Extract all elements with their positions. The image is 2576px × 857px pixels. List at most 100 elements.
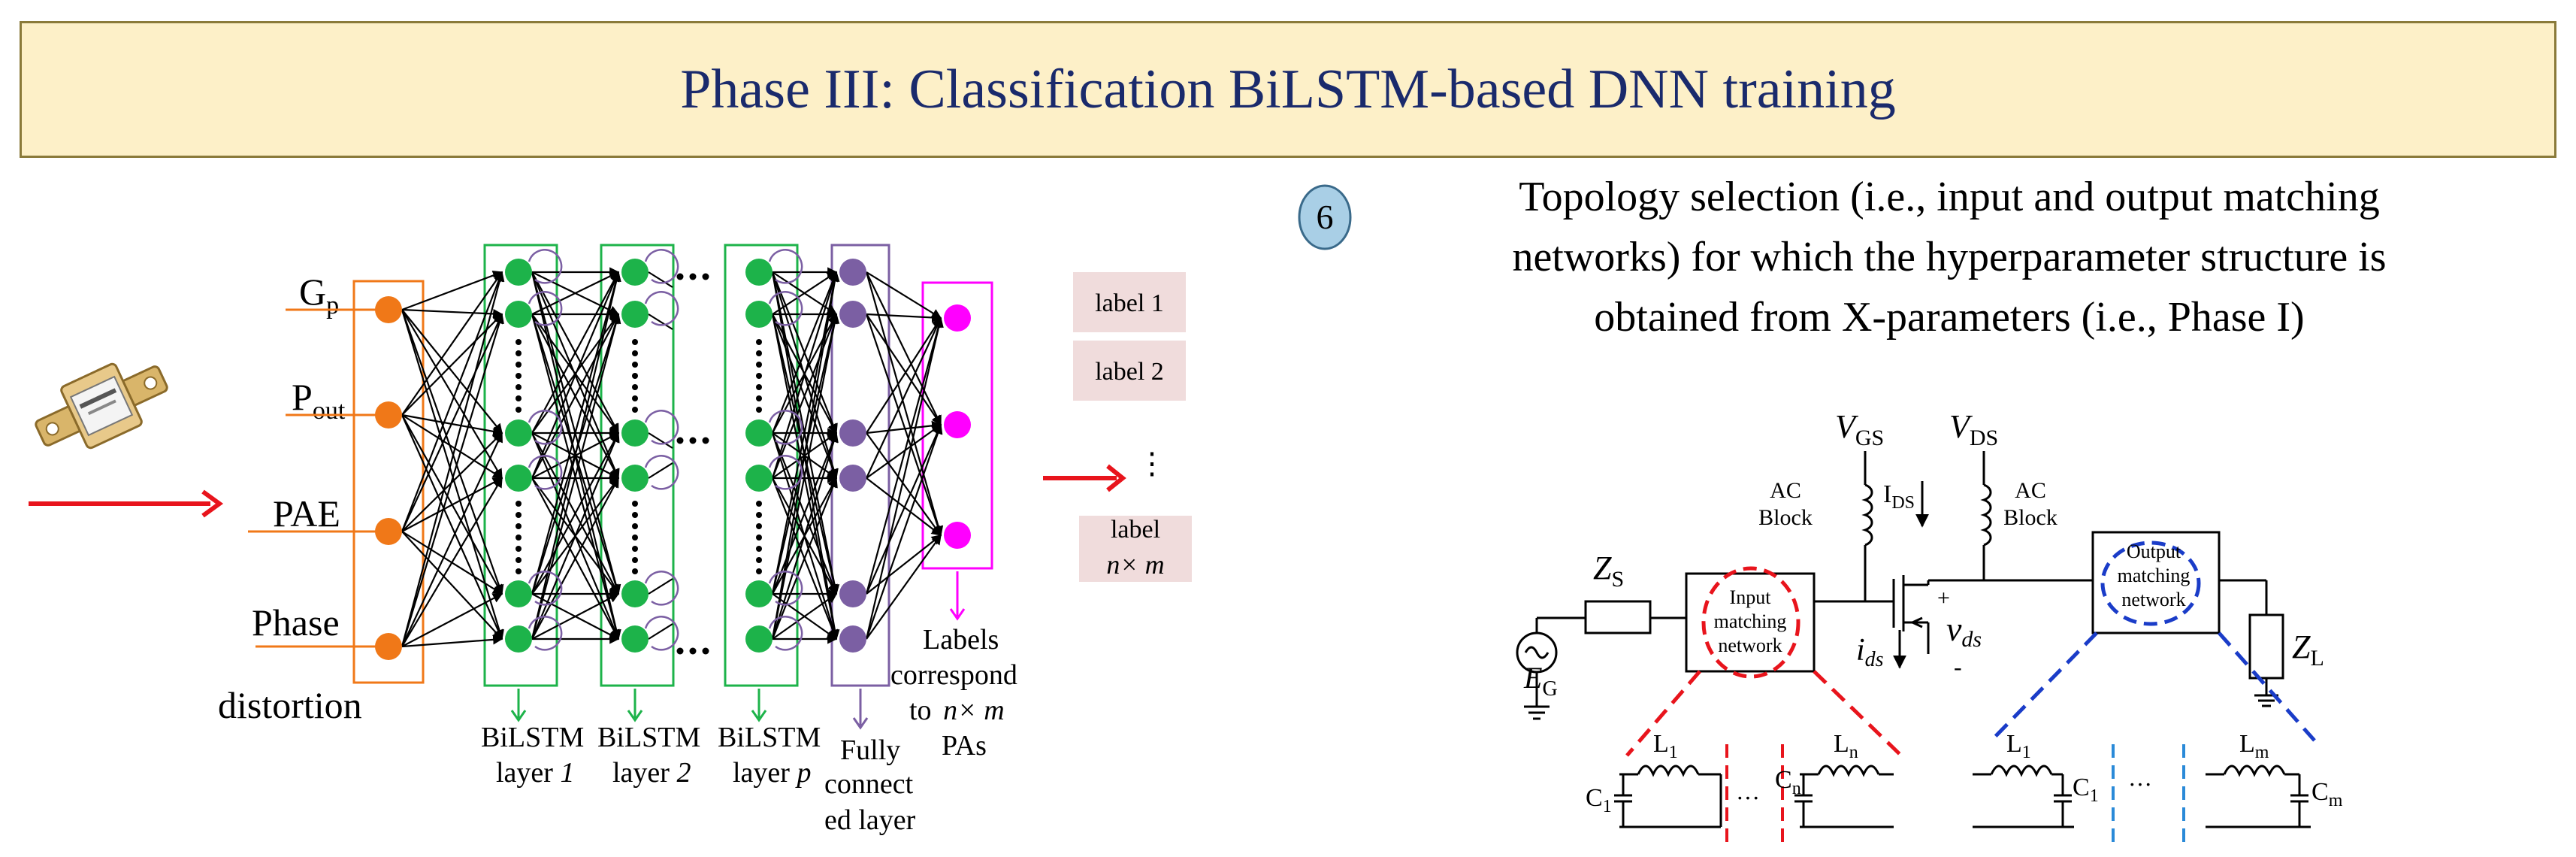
out-c1-label: C1 [2073, 774, 2099, 806]
connection [865, 313, 943, 537]
connection [771, 271, 840, 640]
vertical-dot [632, 384, 638, 390]
recurrent-loop [644, 616, 679, 651]
vertical-dot [632, 534, 638, 541]
connection [866, 312, 942, 323]
bilstm-p-node [745, 625, 772, 653]
vertical-dot [516, 350, 522, 356]
vertical-dot [516, 568, 522, 574]
connection [866, 313, 942, 426]
connection [772, 593, 838, 640]
recurrent-loop [528, 616, 563, 651]
input-label-pout: Pout [292, 376, 346, 425]
vertical-dot [756, 512, 762, 518]
connection [771, 313, 838, 479]
connection [401, 271, 503, 416]
between-layer-dots [676, 273, 709, 655]
connection [866, 316, 942, 479]
input-lines [248, 308, 379, 648]
label-1-text: label 1 [1095, 289, 1164, 317]
recurrent-loop [768, 455, 803, 490]
vertical-dot [516, 534, 522, 541]
label-2-box [1073, 341, 1186, 401]
output-net-label-1: Output [2127, 541, 2181, 562]
connection [772, 271, 838, 315]
input-zoom-line-right [1813, 670, 1903, 757]
vertical-dot [632, 523, 638, 529]
labels-caption-1: Labels [923, 624, 999, 656]
connection [401, 271, 505, 647]
topology-text-line-1: Topology selection (i.e., input and outp… [1519, 174, 2379, 220]
bilstm-p-node [745, 580, 772, 607]
label-2-text: label 2 [1095, 358, 1164, 386]
recurrent-loop [644, 249, 679, 284]
connection [866, 271, 942, 319]
plus-sign: + [1937, 586, 1950, 610]
vertical-dot [632, 501, 638, 507]
input-label-distortion: distortion [218, 684, 362, 726]
vertical-dot [516, 395, 522, 401]
output-net-label-3: network [2121, 589, 2185, 610]
recurrent-loop [528, 410, 563, 445]
vertical-dot [516, 557, 522, 563]
vertical-dot [756, 523, 762, 529]
connection [401, 271, 503, 532]
input-net-label-2: matching [1714, 610, 1787, 632]
connection [531, 271, 620, 315]
vertical-dot [516, 407, 522, 413]
input-ladder-dots: ··· [1736, 784, 1760, 811]
fc-node [839, 419, 866, 447]
recurrent-loop [768, 616, 803, 651]
vertical-dot [632, 512, 638, 518]
bilstm-2-node [621, 625, 649, 653]
bilstm-p-node [745, 259, 772, 286]
vertical-dot [756, 384, 762, 390]
labels-caption-2: correspond [890, 659, 1017, 691]
vertical-dot [756, 350, 762, 356]
fc-node [839, 301, 866, 328]
vertical-dot [516, 384, 522, 390]
bilstm-1-node [505, 625, 532, 653]
fc-label-1: Fully [840, 734, 900, 766]
bilstm-2-label-b: layer 2 [612, 757, 691, 789]
l1-label: L1 [1653, 730, 1678, 762]
connection [401, 634, 503, 648]
connection [401, 309, 504, 595]
horizontal-dot [689, 273, 697, 280]
connection [648, 623, 673, 640]
fc-node [839, 259, 866, 286]
connection [866, 316, 942, 434]
connection [866, 271, 942, 426]
ln-label: Ln [1834, 730, 1858, 762]
label-1-box [1073, 272, 1186, 332]
recurrent-loop [644, 291, 679, 326]
connection [771, 432, 838, 595]
label-nm-text-a: label [1111, 516, 1160, 544]
label-vertical-ellipsis: ⋮ [1137, 447, 1167, 480]
connection [866, 477, 942, 536]
topology-text-line-2: networks) for which the hyperparameter s… [1512, 234, 2386, 280]
zs-label: ZS [1593, 550, 1624, 592]
out-l1-label: L1 [2006, 730, 2031, 762]
vds-label: VDS [1949, 408, 1998, 450]
connection [865, 271, 944, 537]
labels-caption-3: to n× m [909, 695, 1005, 726]
bilstm-1-node [505, 419, 532, 447]
horizontal-dot [702, 273, 709, 280]
vertical-dot [756, 557, 762, 563]
recurrent-loop [528, 571, 563, 606]
vertical-dot [756, 395, 762, 401]
bilstm-1-label-a: BiLSTM [481, 722, 584, 753]
vertical-dot [756, 546, 762, 552]
vertical-dot [756, 373, 762, 379]
connection [866, 424, 942, 479]
output-ladder-dots: ··· [2128, 771, 2152, 798]
bilstm-p-node [745, 419, 772, 447]
vertical-dot [516, 512, 522, 518]
input-node [375, 518, 402, 545]
recurrent-loop [528, 455, 563, 490]
connection [531, 271, 621, 595]
bilstm-1-node [505, 259, 532, 286]
connection [401, 271, 503, 311]
vertical-dot [632, 568, 638, 574]
